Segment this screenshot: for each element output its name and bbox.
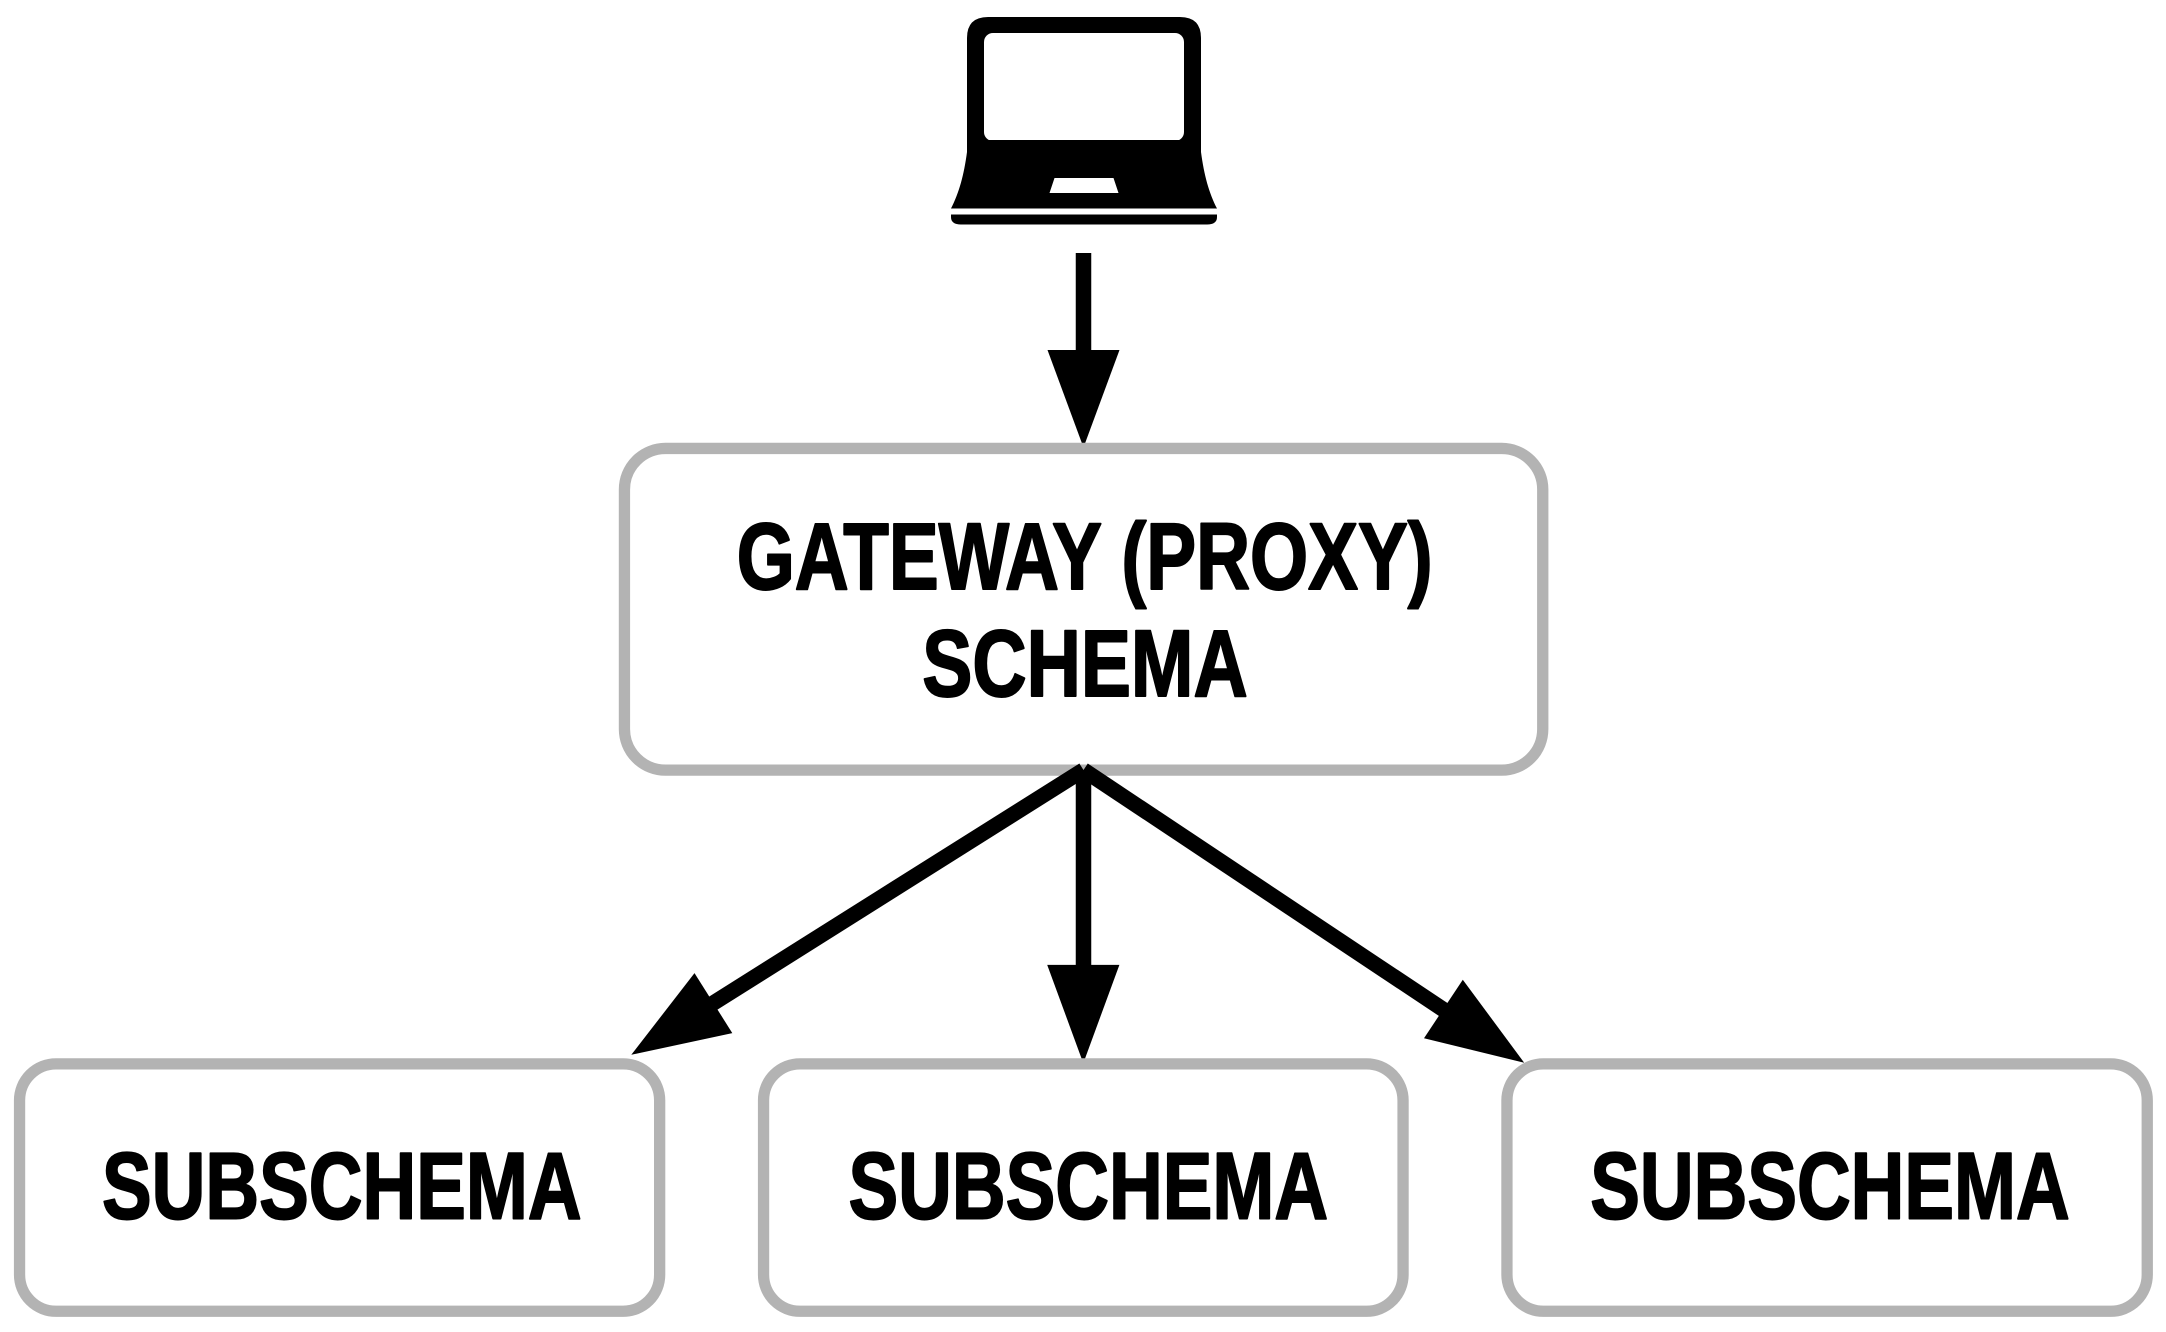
svg-text:SUBSCHEMA: SUBSCHEMA — [1590, 1134, 2070, 1240]
svg-text:GATEWAY (PROXY): GATEWAY (PROXY) — [737, 504, 1433, 610]
svg-text:SUBSCHEMA: SUBSCHEMA — [102, 1134, 582, 1240]
svg-text:SUBSCHEMA: SUBSCHEMA — [849, 1134, 1329, 1240]
svg-text:SCHEMA: SCHEMA — [922, 611, 1248, 717]
